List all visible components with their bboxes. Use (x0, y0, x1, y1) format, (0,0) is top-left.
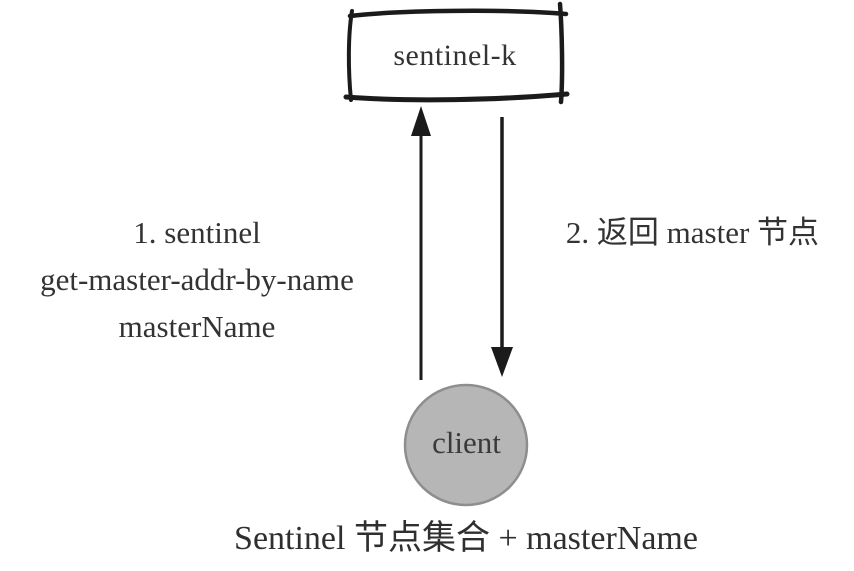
request-arrowhead-icon (411, 106, 431, 136)
sentinel-node-label: sentinel-k (393, 39, 517, 72)
response-arrow (491, 117, 513, 377)
request-label-line2: get-master-addr-by-name (40, 262, 354, 297)
client-circle (403, 383, 529, 507)
response-label: 2. 返回 master 节点 (565, 215, 820, 250)
request-label-line3: masterName (118, 309, 276, 344)
request-arrow (411, 106, 431, 380)
request-label: 1. sentinel get-master-addr-by-name mast… (7, 209, 387, 350)
sentinel-box (343, 1, 570, 105)
diagram-caption: Sentinel 节点集合 + masterName (234, 520, 698, 557)
client-node-label: client (432, 424, 501, 460)
request-label-line1: 1. sentinel (133, 215, 261, 250)
response-arrowhead-icon (491, 347, 513, 377)
